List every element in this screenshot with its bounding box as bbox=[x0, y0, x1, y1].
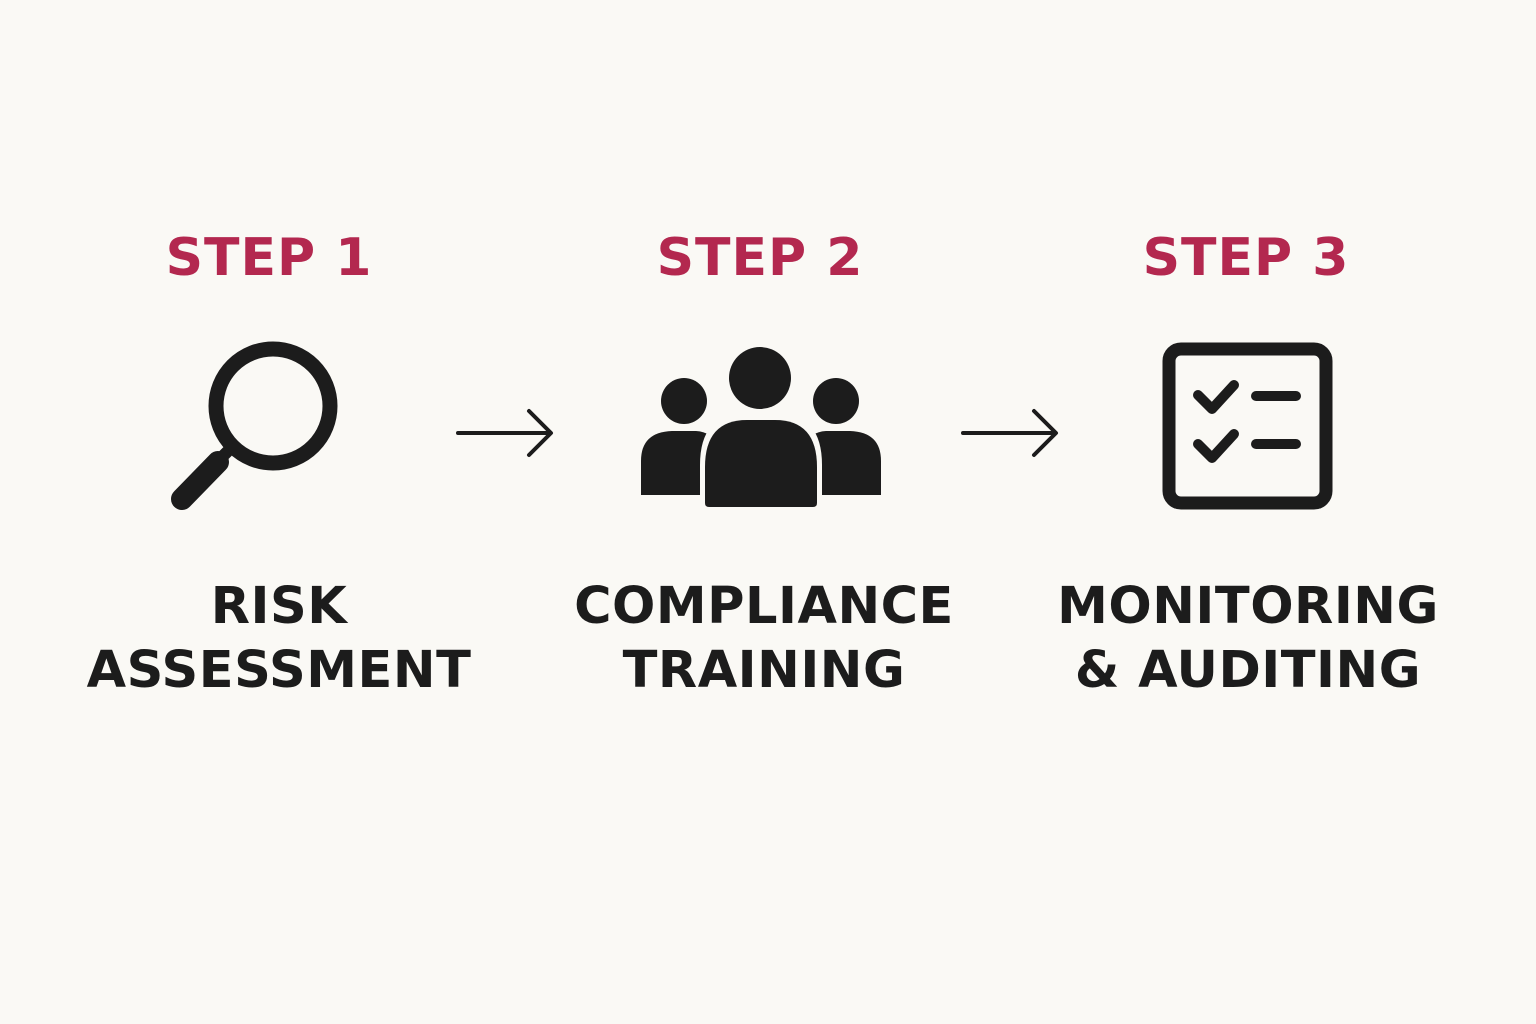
step-2-title-line-2: TRAINING bbox=[622, 641, 906, 700]
step-2-title-line-1: COMPLIANCE bbox=[574, 577, 954, 636]
step-2-title: COMPLIANCE TRAINING bbox=[544, 575, 984, 703]
magnifying-glass-icon bbox=[171, 341, 338, 510]
step-3-label: STEP 3 bbox=[1142, 228, 1350, 288]
people-group-icon bbox=[641, 343, 881, 507]
checklist-icon bbox=[1162, 342, 1333, 510]
step-1-title-line-2: ASSESSMENT bbox=[86, 641, 472, 700]
step-1-label: STEP 1 bbox=[165, 228, 373, 288]
step-3-title: MONITORING & AUDITING bbox=[1028, 575, 1468, 703]
arrow-right-icon bbox=[456, 409, 553, 457]
step-2-label: STEP 2 bbox=[656, 228, 864, 288]
step-3-title-line-1: MONITORING bbox=[1057, 577, 1439, 636]
arrow-right-icon bbox=[961, 409, 1058, 457]
step-1-title-line-1: RISK bbox=[210, 577, 348, 636]
step-1-title: RISK ASSESSMENT bbox=[59, 575, 499, 703]
step-3-title-line-2: & AUDITING bbox=[1074, 641, 1422, 700]
